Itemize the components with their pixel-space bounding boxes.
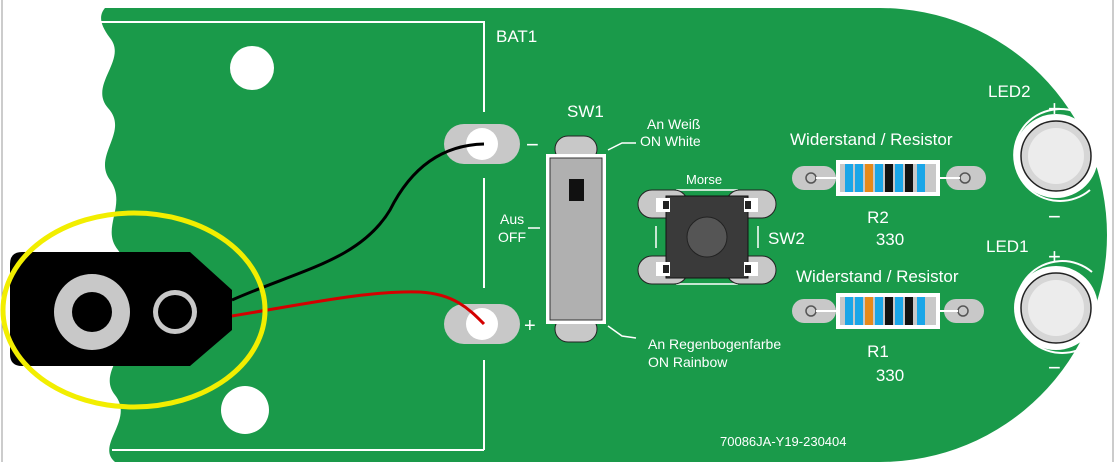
bat-label: BAT1	[496, 27, 537, 46]
r2-caption: Widerstand / Resistor	[790, 130, 953, 149]
sw1-on-white-en: ON White	[640, 133, 701, 149]
mounting-hole-bottom	[221, 386, 269, 434]
highlight-ellipse	[0, 210, 268, 410]
led1	[1014, 260, 1098, 354]
sw1-rainbow-en: ON Rainbow	[648, 354, 728, 370]
sw1-rainbow-de: An Regenbogenfarbe	[648, 336, 781, 352]
led1-plus: +	[1048, 244, 1061, 269]
mounting-hole-top	[230, 46, 274, 90]
wire-red	[231, 290, 486, 326]
sw1-on-white-de: An Weiß	[647, 116, 700, 132]
r1-resistor	[792, 293, 984, 329]
led2-label: LED2	[988, 82, 1031, 101]
led2	[1013, 108, 1098, 202]
r1-caption: Widerstand / Resistor	[796, 267, 959, 286]
sw1-off-de: Aus	[500, 211, 524, 227]
led2-minus: −	[1048, 204, 1061, 229]
sw1-leader-lines	[528, 142, 637, 339]
r2-label: R2	[867, 208, 889, 227]
led1-minus: −	[1048, 355, 1061, 380]
sw1-off-en: OFF	[498, 229, 526, 245]
sw2-button	[637, 189, 777, 285]
wire-black	[231, 142, 485, 302]
r2-resistor	[792, 160, 986, 196]
sw2-label: SW2	[768, 229, 805, 248]
r1-label: R1	[867, 342, 889, 361]
sw1-label: SW1	[567, 102, 604, 121]
bat-plus-sign: +	[524, 315, 536, 337]
part-number: 70086JA-Y19-230404	[720, 434, 847, 449]
sw2-caption: Morse	[686, 172, 722, 187]
sw1-switch	[546, 135, 606, 343]
led1-label: LED1	[986, 237, 1029, 256]
battery-outline	[100, 21, 485, 451]
bat-minus-sign: −	[526, 132, 539, 157]
r2-value: 330	[876, 230, 904, 249]
r1-value: 330	[876, 366, 904, 385]
